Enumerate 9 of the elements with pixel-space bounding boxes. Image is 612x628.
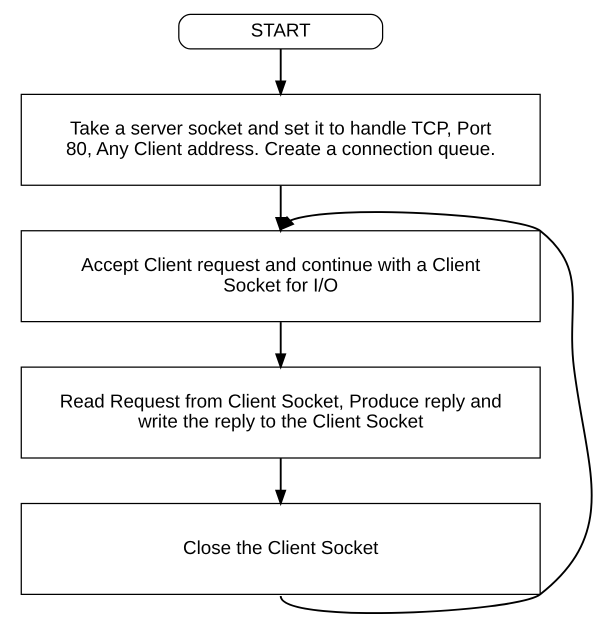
- arrow: [274, 49, 286, 97]
- node-box: Close the Client Socket: [20, 502, 540, 596]
- arrow: [274, 322, 286, 370]
- node-box: Accept Client request and continue with a Client Socket for I/O: [20, 230, 540, 322]
- node-box: Read Request from Client Socket, Produce reply and write the reply to the Client Socket: [20, 366, 540, 459]
- node-box: Take a server socket and set it to handle TCP, Port 80, Any Client address. Create a connection queue.: [20, 94, 540, 186]
- arrow: [278, 211, 592, 614]
- arrow: [274, 458, 286, 506]
- node-box: START: [178, 14, 383, 50]
